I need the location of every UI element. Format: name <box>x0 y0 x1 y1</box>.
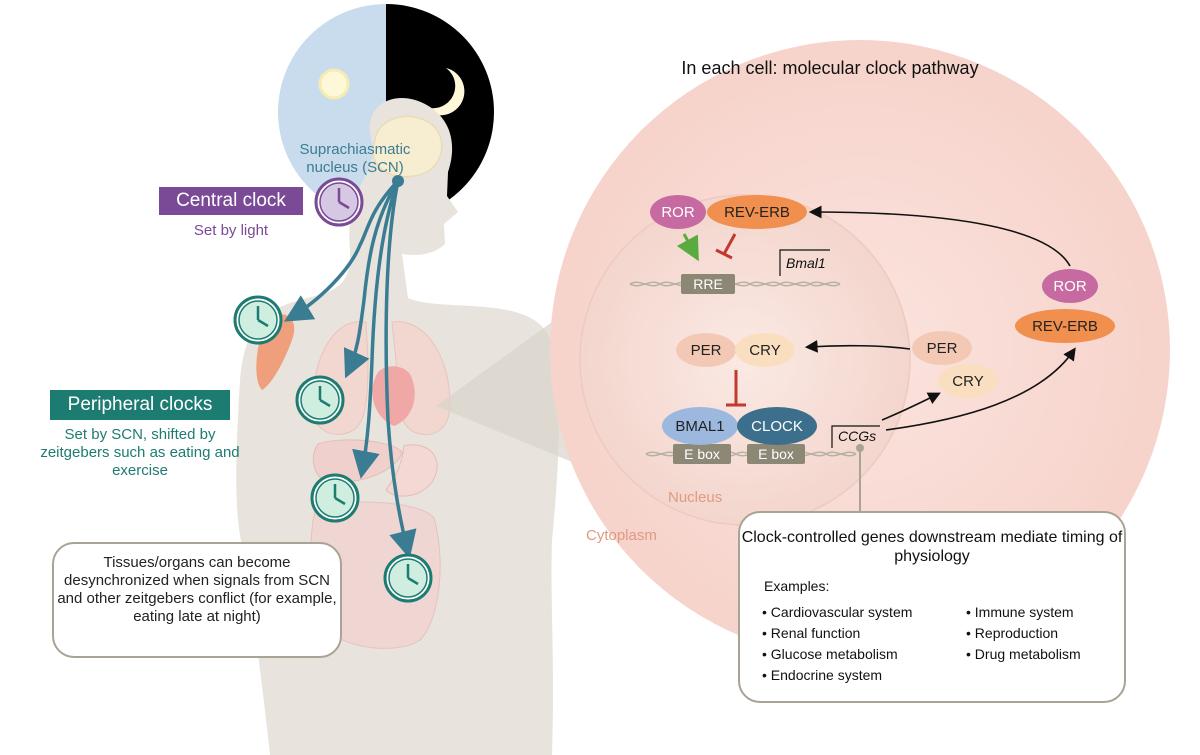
sun-icon <box>318 68 350 100</box>
per-label: PER <box>927 340 958 357</box>
bmal1-label: BMAL1 <box>675 418 724 435</box>
peripheral-clocks-label: Peripheral clocks <box>50 390 230 420</box>
ror-label: ROR <box>661 204 695 221</box>
ror-protein <box>1042 269 1098 303</box>
ccg-example-item: • Immune system <box>966 604 1074 620</box>
scn-label: Suprachiasmatic nucleus (SCN) <box>299 141 411 176</box>
cry-protein <box>735 333 795 367</box>
cry-protein <box>938 364 998 398</box>
moon-icon <box>420 68 465 116</box>
bmal1-protein <box>662 407 738 445</box>
ccg-example-item: • Glucose metabolism <box>762 646 898 662</box>
per-protein <box>676 333 736 367</box>
ebox-label: E box <box>758 446 794 462</box>
ror-protein <box>650 195 706 229</box>
repression-bar <box>726 370 746 407</box>
bmal1-gene-label: Bmal1 <box>786 255 826 271</box>
ccg-example-item: • Reproduction <box>966 625 1059 641</box>
ebox-box <box>673 444 731 464</box>
rre-label: RRE <box>693 276 723 292</box>
scn-arrows <box>283 175 417 559</box>
peripheral-clock-icon <box>295 375 345 425</box>
rev-erb-label: REV-ERB <box>724 204 790 221</box>
clock-protein <box>737 407 817 445</box>
central-clock-label: Central clock <box>159 187 303 215</box>
ccgs-promoter-arrow <box>831 425 880 448</box>
cytoplasm-label: Cytoplasm <box>586 527 657 544</box>
rev-erb-protein <box>707 195 807 229</box>
activation-arrow <box>676 233 699 262</box>
ror-label: ROR <box>1053 278 1087 295</box>
ccg-examples-label: Examples: <box>764 578 830 594</box>
peripheral-clock-icon <box>383 553 433 603</box>
transcription-arrow <box>885 347 1076 431</box>
central-clock-icon <box>314 177 364 227</box>
cry-label: CRY <box>952 373 983 390</box>
bmal1-promoter-arrow <box>779 249 830 276</box>
per-protein <box>912 331 972 365</box>
ccg-connector-dot <box>856 444 864 452</box>
repression-bar <box>715 233 737 260</box>
desync-note: Tissues/organs can become desynchronized… <box>52 542 342 658</box>
peripheral-clock-icon <box>233 295 283 345</box>
ccg-example-item: • Renal function <box>762 625 861 641</box>
ebox-box <box>747 444 805 464</box>
ccg-example-item: • Endocrine system <box>762 667 883 683</box>
regulation-arrows <box>676 205 1076 431</box>
cry-label: CRY <box>749 342 780 359</box>
transcription-arrow <box>881 392 941 421</box>
heart <box>372 366 415 426</box>
rev-erb-protein <box>1015 309 1115 343</box>
peripheral-clocks-subtitle: Set by SCN, shifted by zeitgebers such a… <box>40 426 240 479</box>
ccgs-gene-label: CCGs <box>838 428 876 444</box>
stomach <box>385 444 438 497</box>
clock-label: CLOCK <box>751 418 803 435</box>
ccg-callout-box <box>738 511 1126 703</box>
ccg-title: Clock-controlled genes downstream mediat… <box>741 529 1123 566</box>
zoom-wedge <box>436 296 588 462</box>
central-clock-subtitle: Set by light <box>193 222 269 239</box>
pathway-title: In each cell: molecular clock pathway <box>681 58 979 78</box>
ebox-label: E box <box>684 446 720 462</box>
ccg-example-item: • Cardiovascular system <box>762 604 913 620</box>
per-label: PER <box>691 342 722 359</box>
transport-arrow <box>804 340 911 353</box>
feedback-arrow <box>808 205 1071 267</box>
day-night-circle <box>278 4 494 220</box>
rre-box <box>681 274 735 294</box>
peripheral-clock-icon <box>310 473 360 523</box>
brain-shape <box>372 115 443 178</box>
ccg-example-item: • Drug metabolism <box>966 646 1081 662</box>
nucleus-label: Nucleus <box>668 489 723 506</box>
rev-erb-label: REV-ERB <box>1032 318 1098 335</box>
